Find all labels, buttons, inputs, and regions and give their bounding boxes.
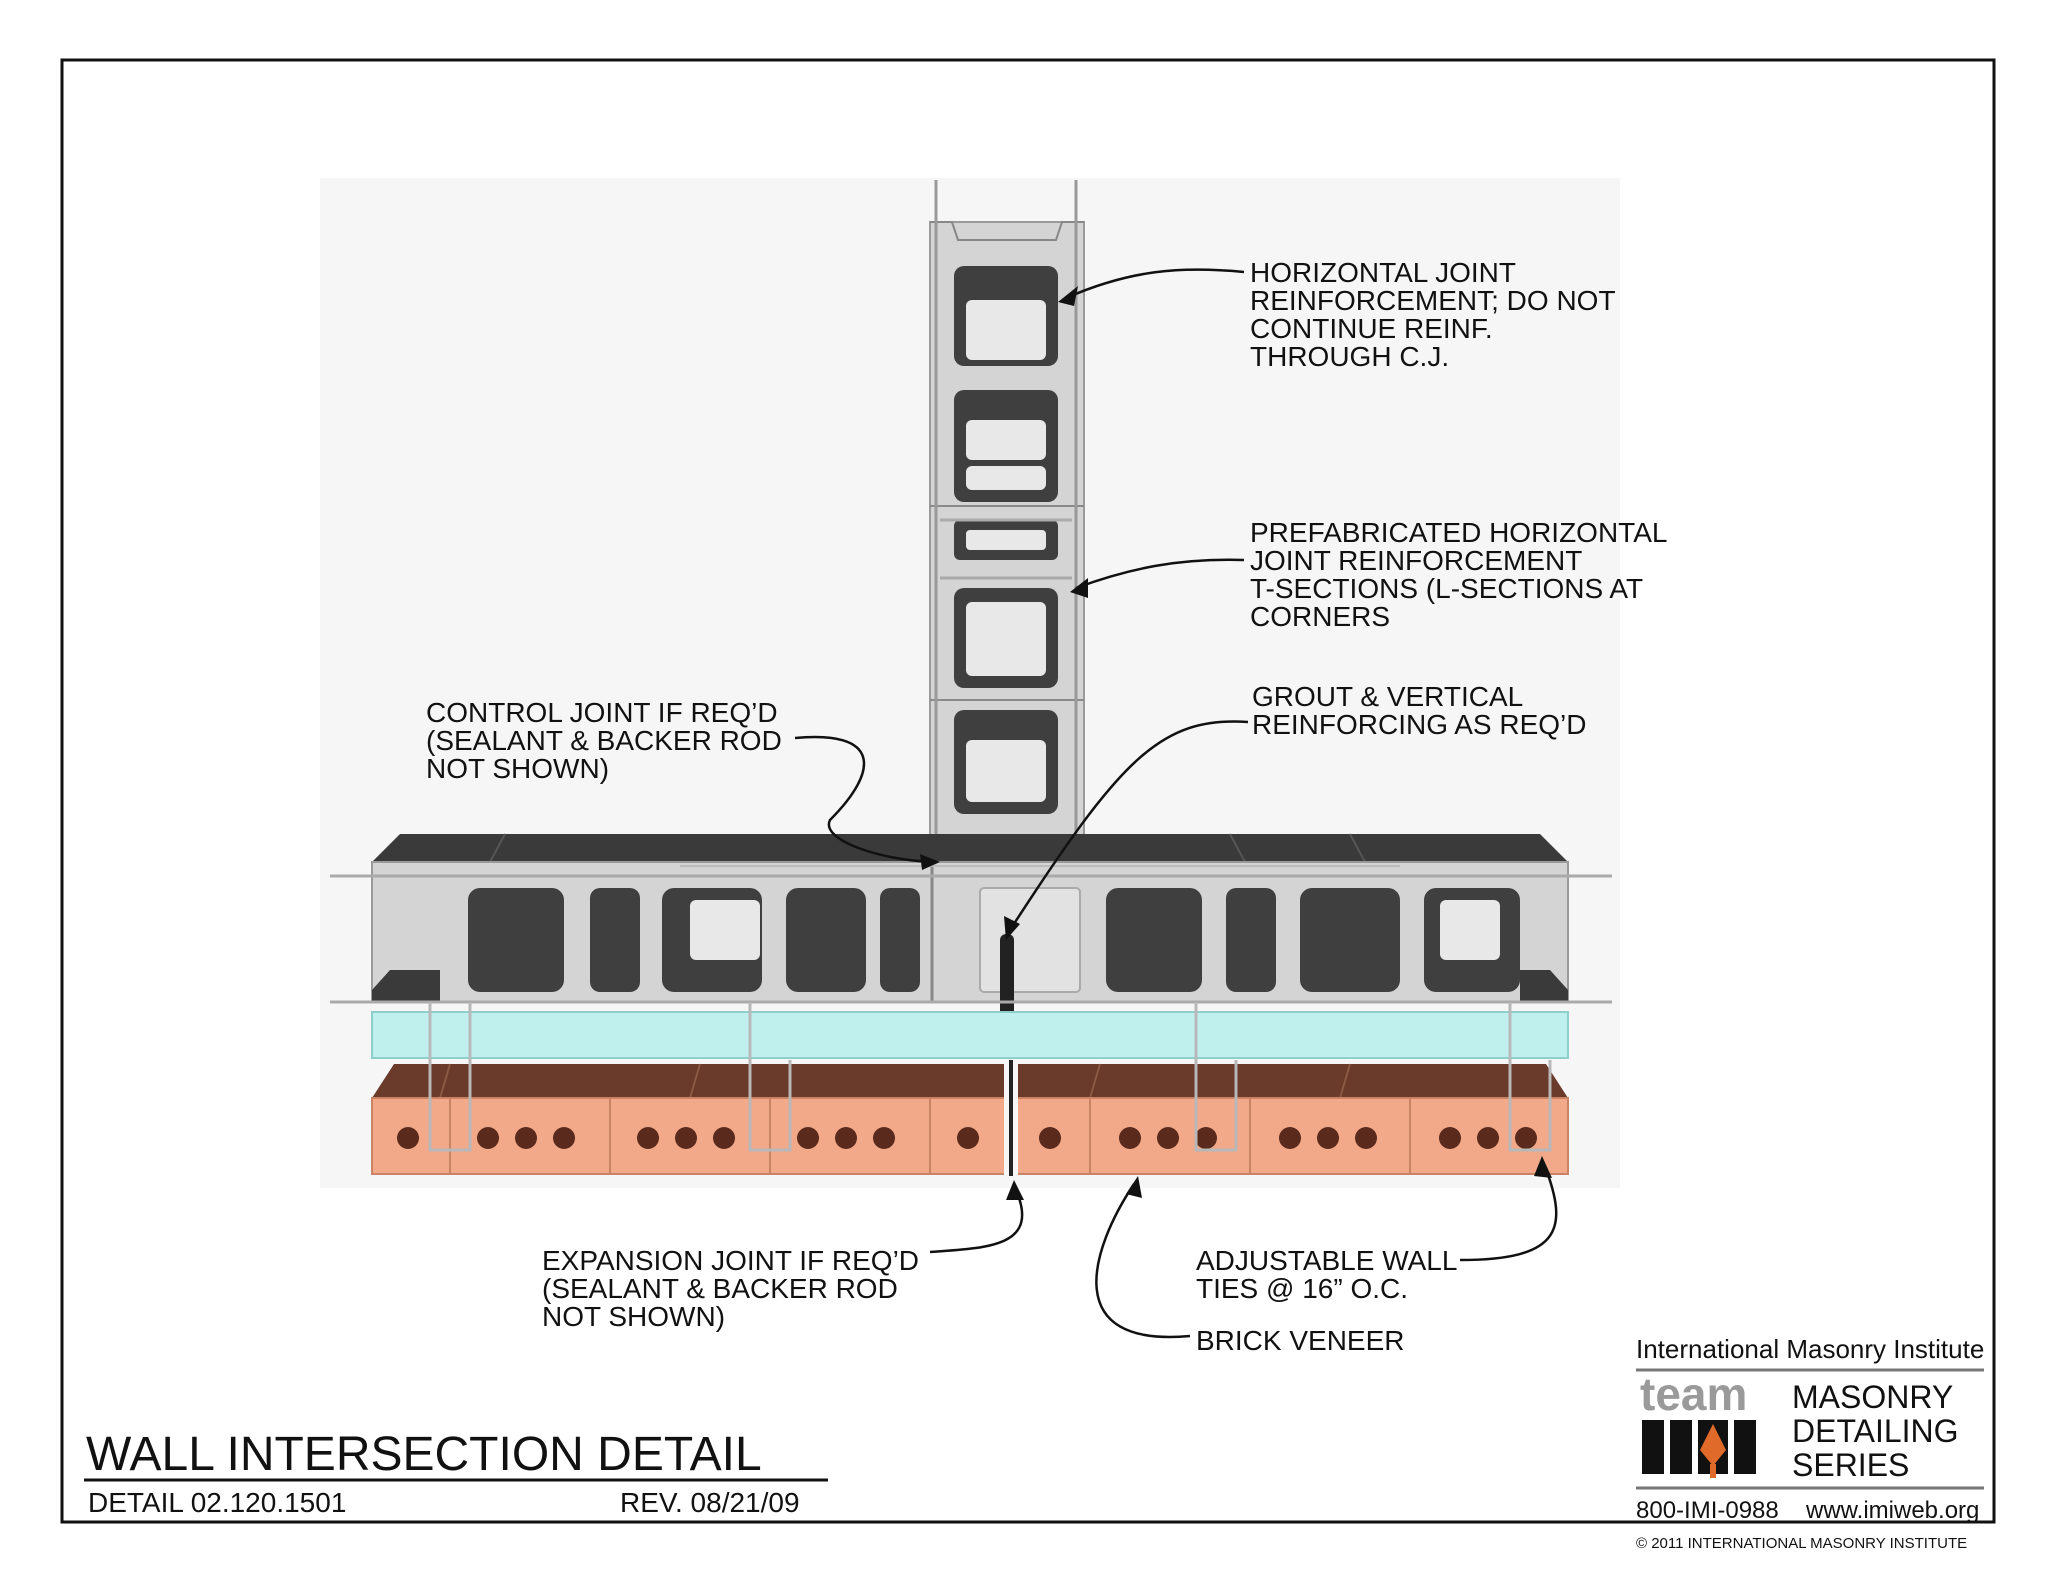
phone-number: 800-IMI-0988 xyxy=(1636,1497,1779,1524)
leader-arrowheads xyxy=(920,286,1552,1200)
rigid-insulation xyxy=(371,1011,1569,1059)
callout-prefabricated-reinforcement: PREFABRICATED HORIZONTAL JOINT REINFORCE… xyxy=(1250,517,1674,632)
website: www.imiweb.org xyxy=(1805,1497,1979,1524)
drawing-title: WALL INTERSECTION DETAIL xyxy=(86,1428,762,1481)
imi-logo-block: International Masonry Institute team MAS… xyxy=(1636,1334,1984,1524)
leader-lines xyxy=(794,268,1558,1339)
perpendicular-cmu-wall xyxy=(929,180,1085,870)
callout-adjustable-wall-ties: ADJUSTABLE WALL TIES @ 16” O.C. xyxy=(1196,1245,1464,1304)
org-name: International Masonry Institute xyxy=(1636,1334,1984,1364)
team-wordmark: team xyxy=(1640,1368,1747,1420)
imi-logo-icon xyxy=(1642,1420,1756,1478)
sheet-border xyxy=(60,58,1996,1524)
brick-veneer xyxy=(371,1060,1569,1176)
callout-expansion-joint: EXPANSION JOINT IF REQ’D (SEALANT & BACK… xyxy=(542,1245,927,1332)
callout-horizontal-joint-reinforcement: HORIZONTAL JOINT REINFORCEMENT; DO NOT C… xyxy=(1250,257,1623,372)
series-title: MASONRY DETAILING SERIES xyxy=(1792,1379,1967,1483)
main-cmu-wall xyxy=(330,833,1612,1018)
callout-control-joint: CONTROL JOINT IF REQ’D (SEALANT & BACKER… xyxy=(426,697,790,784)
revision-date: REV. 08/21/09 xyxy=(620,1487,800,1518)
masonry-drawing xyxy=(320,178,1620,1188)
callout-brick-veneer: BRICK VENEER xyxy=(1196,1325,1405,1356)
copyright-notice: © 2011 INTERNATIONAL MASONRY INSTITUTE xyxy=(1636,1535,1967,1552)
adjustable-wall-ties xyxy=(428,1002,1552,1152)
detail-number: DETAIL 02.120.1501 xyxy=(88,1487,346,1518)
callout-grout-vertical-reinforcing: GROUT & VERTICAL REINFORCING AS REQ’D xyxy=(1252,681,1586,740)
